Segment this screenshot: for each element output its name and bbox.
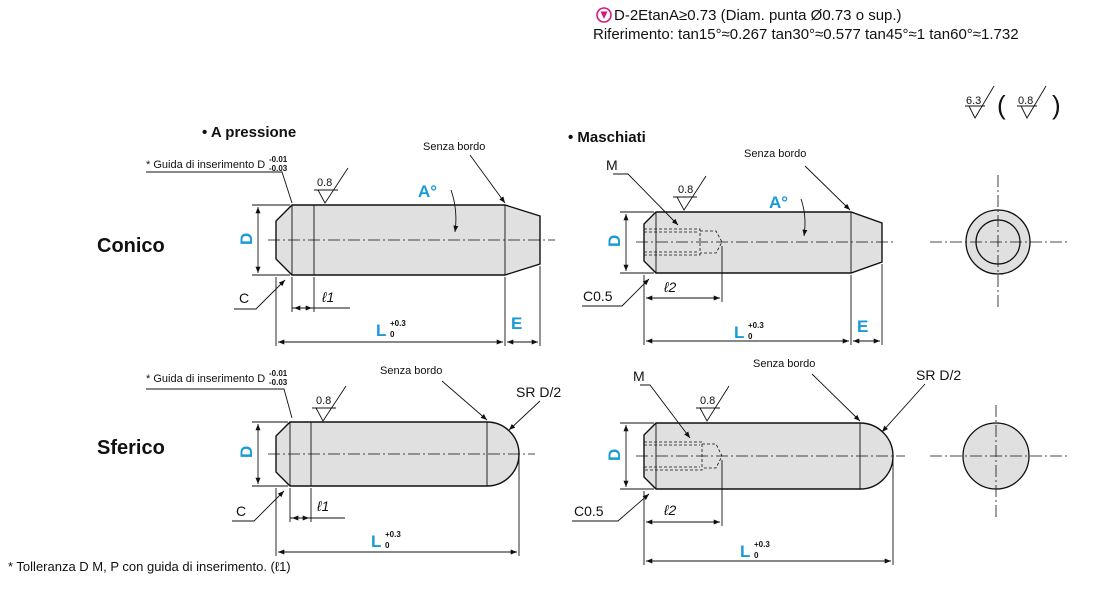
section-press-fit: • A pressione (202, 124, 296, 141)
svg-text:L: L (734, 323, 744, 342)
svg-text:Senza bordo: Senza bordo (423, 141, 485, 153)
svg-text:-0.01: -0.01 (269, 155, 288, 164)
end-view-spherical (930, 405, 1070, 520)
svg-text:L: L (376, 321, 386, 340)
press-fit-spherical-pin: * Guida di inserimento D -0.01 -0.03 0.8… (146, 365, 561, 556)
svg-text:ℓ2: ℓ2 (663, 502, 677, 518)
warning-icon (596, 7, 612, 23)
svg-text:C0.5: C0.5 (574, 503, 604, 519)
svg-text:D: D (605, 235, 624, 247)
svg-text:0: 0 (390, 330, 395, 339)
svg-text:Senza bordo: Senza bordo (744, 148, 806, 160)
svg-text:0.8: 0.8 (1018, 95, 1033, 107)
svg-text:0: 0 (748, 332, 753, 341)
svg-text:A°: A° (769, 193, 788, 212)
svg-text:+0.3: +0.3 (748, 321, 764, 330)
svg-text:-0.01: -0.01 (269, 369, 288, 378)
svg-text:ℓ1: ℓ1 (321, 289, 334, 305)
svg-text:0.8: 0.8 (316, 395, 331, 407)
svg-text:M: M (606, 157, 618, 173)
section-tapped: • Maschiati (568, 129, 646, 146)
svg-text:C: C (236, 503, 246, 519)
svg-text:(: ( (997, 90, 1006, 120)
svg-text:D: D (237, 446, 256, 458)
header-reference: Riferimento: tan15°≈0.267 tan30°≈0.577 t… (593, 26, 1019, 43)
end-view-conical (930, 175, 1070, 310)
svg-text:+0.3: +0.3 (385, 530, 401, 539)
svg-text:0.8: 0.8 (700, 395, 715, 407)
svg-text:C0.5: C0.5 (583, 288, 613, 304)
press-fit-conical-pin: * Guida di inserimento D -0.01 -0.03 0.8… (146, 141, 555, 346)
tapped-conical-pin: M 0.8 Senza bordo A° D C0.5 ℓ2 L +0.3 0 … (582, 148, 896, 345)
header-condition: D-2EtanA≥0.73 (Diam. punta Ø0.73 o sup.) (614, 7, 902, 24)
svg-text:SR D/2: SR D/2 (516, 384, 561, 400)
svg-text:0.8: 0.8 (317, 177, 332, 189)
svg-text:+0.3: +0.3 (390, 319, 406, 328)
svg-text:A°: A° (418, 182, 437, 201)
svg-text:SR D/2: SR D/2 (916, 367, 961, 383)
svg-text:L: L (371, 532, 381, 551)
svg-text:ℓ2: ℓ2 (663, 279, 677, 295)
svg-text:E: E (511, 314, 522, 333)
svg-text:D: D (605, 449, 624, 461)
svg-text:E: E (857, 317, 868, 336)
svg-text:+0.3: +0.3 (754, 540, 770, 549)
svg-text:6.3: 6.3 (966, 95, 981, 107)
footnote: * Tolleranza D M, P con guida di inserim… (8, 559, 291, 574)
svg-text:L: L (740, 542, 750, 561)
svg-text:-0.03: -0.03 (269, 164, 288, 173)
guide-label: * Guida di inserimento D (146, 159, 265, 171)
row-label-conical: Conico (97, 235, 165, 257)
svg-text:-0.03: -0.03 (269, 378, 288, 387)
svg-text:Senza bordo: Senza bordo (380, 365, 442, 377)
svg-text:0: 0 (385, 541, 390, 550)
svg-text:Senza bordo: Senza bordo (753, 358, 815, 370)
svg-text:): ) (1052, 90, 1061, 120)
tapped-spherical-pin: M 0.8 Senza bordo SR D/2 D C0.5 ℓ2 L +0.… (572, 358, 961, 565)
svg-text:M: M (633, 368, 645, 384)
svg-text:C: C (239, 290, 249, 306)
row-label-spherical: Sferico (97, 437, 165, 459)
svg-text:0: 0 (754, 551, 759, 560)
svg-text:0.8: 0.8 (678, 184, 693, 196)
svg-text:D: D (237, 233, 256, 245)
roughness-symbol: 6.3 ( 0.8 ) (965, 85, 1061, 120)
svg-text:* Guida di inserimento D: * Guida di inserimento D (146, 373, 265, 385)
svg-text:ℓ1: ℓ1 (316, 498, 329, 514)
